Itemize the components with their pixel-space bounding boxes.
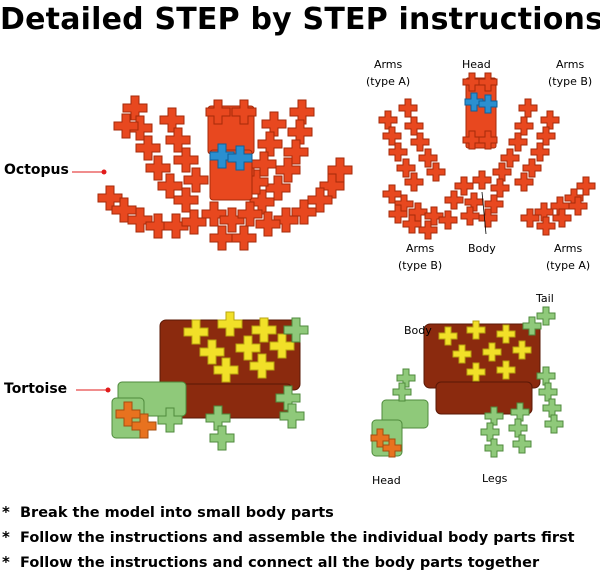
tortoise-head-label: Head [372,474,401,487]
instruction-text: Break the model into small body parts [20,505,334,521]
octopus-arms-a-top-label: Arms (type A) [366,58,411,88]
octopus-part-head [462,72,498,150]
instruction-item: * Follow the instructions and assemble th… [2,525,575,550]
octopus-head [205,99,257,201]
octopus-part-arms-a-right [520,176,596,236]
octopus-head-label: Head [462,58,491,71]
octopus-assembled-image [97,95,353,251]
octopus-body-pointer [481,191,487,235]
tortoise-label: Tortoise [4,381,68,397]
octopus-part-arms-b-left [382,184,458,240]
tortoise-parts-image [370,306,564,458]
octopus-arm-right-far [255,157,353,237]
instruction-text: Follow the instructions and assemble the… [20,530,575,546]
bullet-marker: * [2,553,10,571]
octopus-arms-b-bottom-label: Arms (type B) [398,242,443,272]
tortoise-assembled-image [111,311,309,451]
octopus-arms-a-bottom-label: Arms (type A) [546,242,591,272]
octopus-body-label: Body [468,242,496,255]
tortoise-tail-label: Tail [536,292,554,305]
tortoise-body-label: Body [404,324,432,337]
instruction-text: Follow the instructions and connect all … [20,555,540,571]
octopus-center-lower [201,201,263,251]
octopus-arms-b-top-label: Arms (type B) [548,58,593,88]
instruction-item: * Break the model into small body parts [2,500,575,525]
octopus-part-arms-a-left [378,98,446,192]
page-title: Detailed STEP by STEP instructions [0,2,600,37]
instruction-item: * Follow the instructions and connect all… [2,550,575,575]
bullet-marker: * [2,528,10,546]
bullet-marker: * [2,503,10,521]
octopus-label: Octopus [4,162,69,178]
octopus-part-arms-b-right [492,98,560,192]
instruction-list: * Break the model into small body parts *… [2,500,575,575]
octopus-parts-image [378,72,596,240]
tortoise-legs-label: Legs [482,472,508,485]
